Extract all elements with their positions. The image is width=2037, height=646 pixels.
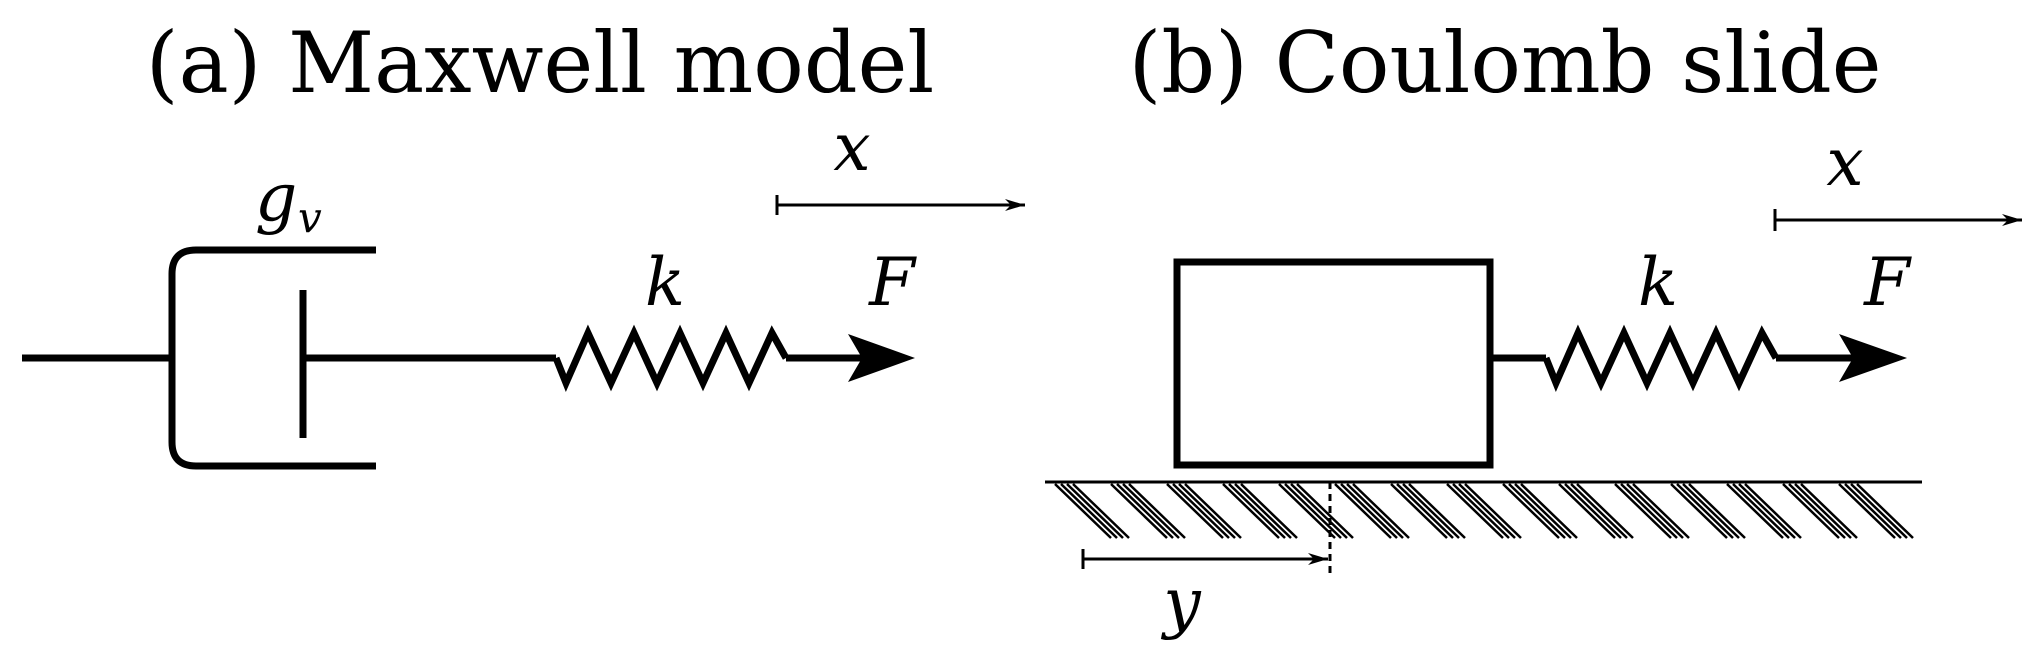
hatch-stroke [1744, 483, 1802, 539]
hatch-stroke [1676, 483, 1734, 539]
hatch-stroke [1408, 483, 1466, 539]
hatch-stroke [1570, 483, 1628, 539]
hatch-stroke [1278, 483, 1336, 539]
hatch-stroke [1334, 483, 1392, 539]
hatch-stroke [1340, 483, 1398, 539]
hatch-stroke [1688, 483, 1746, 539]
hatch-stroke [1508, 483, 1566, 539]
hatch-stroke [1558, 483, 1616, 539]
panel-a-damper-label: g v [255, 159, 322, 242]
panel-a-force-arrowhead [848, 334, 915, 382]
hatch-stroke [1564, 483, 1622, 539]
hatch-stroke [1844, 483, 1902, 539]
hatch-stroke [1452, 483, 1510, 539]
hatch-stroke [1502, 483, 1560, 539]
hatch-stroke [1800, 483, 1858, 539]
panel-b-title: (b) Coulomb slide [1129, 14, 1882, 112]
panel-b-spring [1542, 324, 1780, 393]
hatch-stroke [1396, 483, 1454, 539]
hatch-stroke [1178, 483, 1236, 539]
hatch-stroke [1290, 483, 1348, 539]
hatch-stroke [1838, 483, 1896, 539]
hatch-stroke [1402, 483, 1460, 539]
hatch-stroke [1060, 483, 1118, 539]
hatch-stroke [1240, 483, 1298, 539]
hatch-stroke [1072, 483, 1130, 539]
hatch-stroke [1296, 483, 1354, 539]
hatch-stroke [1352, 483, 1410, 539]
hatch-stroke [1110, 483, 1168, 539]
hatch-stroke [1626, 483, 1684, 539]
panel-b-force-label: F [1863, 244, 1912, 321]
hatch-stroke [1464, 483, 1522, 539]
hatch-stroke [1794, 483, 1852, 539]
hatch-stroke [1172, 483, 1230, 539]
hatch-stroke [1122, 483, 1180, 539]
hatch-stroke [1184, 483, 1242, 539]
panel-a-spring [552, 324, 790, 393]
sliding-block [1173, 258, 1494, 469]
hatch-stroke [1458, 483, 1516, 539]
hatch-stroke [1670, 483, 1728, 539]
hatch-stroke [1788, 483, 1846, 539]
panel-b-displacement-label: x [1826, 124, 1863, 201]
ground-hatching [1054, 483, 1914, 539]
hatch-stroke [1228, 483, 1286, 539]
hatch-stroke [1682, 483, 1740, 539]
hatch-stroke [1066, 483, 1124, 539]
panel-b-coulomb-slide: (b) Coulomb slide x y k F [1045, 14, 2022, 641]
hatch-stroke [1234, 483, 1292, 539]
hatch-stroke [1850, 483, 1908, 539]
panel-b-displacement-arrow: x [1773, 124, 2022, 231]
hatch-stroke [1346, 483, 1404, 539]
panel-a-displacement-arrow: x [775, 109, 1025, 215]
hatch-stroke [1576, 483, 1634, 539]
hatch-stroke [1166, 483, 1224, 539]
hatch-stroke [1222, 483, 1280, 539]
panel-a-force-label: F [868, 244, 917, 321]
slide-displacement-label: y [1160, 564, 1201, 641]
hatch-stroke [1390, 483, 1448, 539]
hatch-stroke [1632, 483, 1690, 539]
panel-a-maxwell-model: (a) Maxwell model x g v k F [22, 14, 1025, 470]
hatch-stroke [1782, 483, 1840, 539]
panel-b-spring-label: k [1638, 244, 1678, 321]
hatch-stroke [1732, 483, 1790, 539]
hatch-stroke [1514, 483, 1572, 539]
hatch-stroke [1614, 483, 1672, 539]
hatch-stroke [1856, 483, 1914, 539]
damper-cylinder [168, 246, 376, 470]
hatch-stroke [1738, 483, 1796, 539]
hatch-stroke [1128, 483, 1186, 539]
panel-a-displacement-label: x [833, 109, 870, 186]
panel-a-title: (a) Maxwell model [146, 14, 934, 112]
hatch-stroke [1054, 483, 1112, 539]
hatch-stroke [1116, 483, 1174, 539]
hatch-stroke [1726, 483, 1784, 539]
panel-b-slide-displacement-arrow: y [1081, 549, 1328, 641]
damper-subscript: v [298, 193, 322, 242]
hatch-stroke [1620, 483, 1678, 539]
panel-b-force-arrowhead [1839, 334, 1907, 382]
panel-a-spring-label: k [645, 244, 685, 321]
hatch-stroke [1520, 483, 1578, 539]
damper-symbol: g [255, 159, 297, 236]
hatch-stroke [1284, 483, 1342, 539]
hatch-stroke [1446, 483, 1504, 539]
